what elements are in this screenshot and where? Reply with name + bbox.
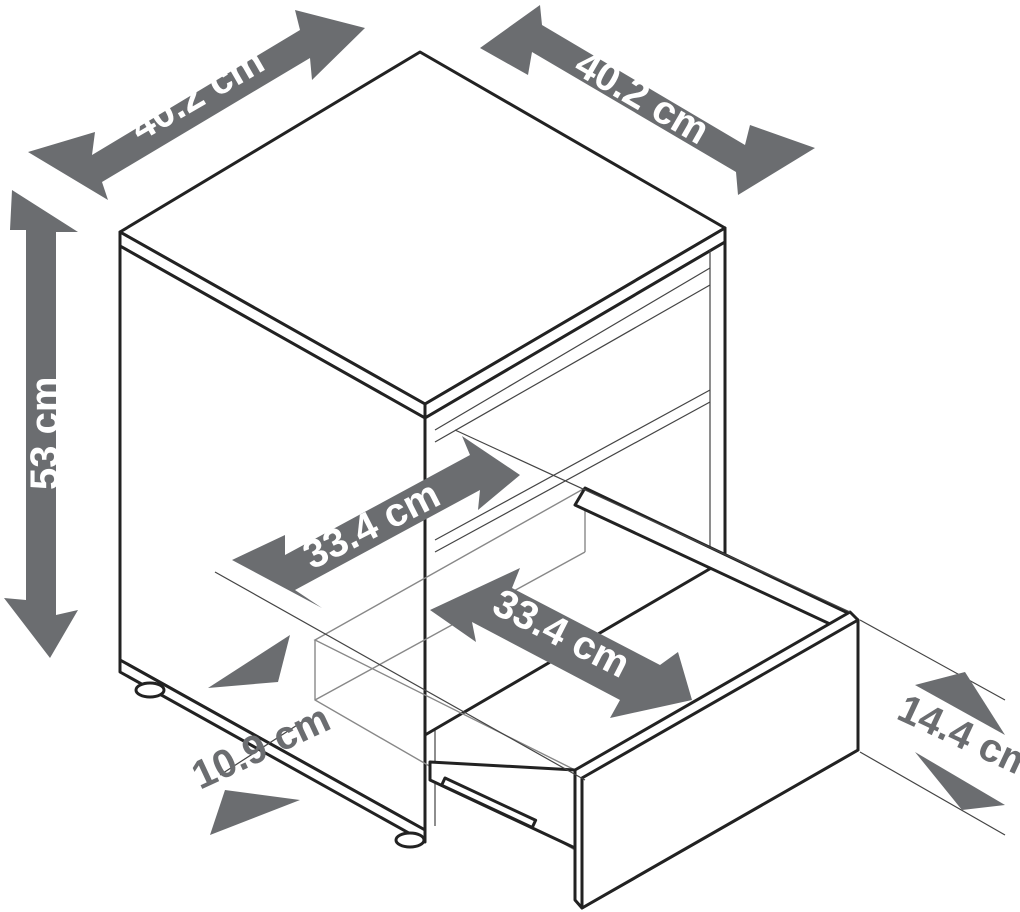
extension-line-front-top	[859, 619, 1006, 701]
drawer-top-line	[434, 267, 711, 431]
drawer-box-ghost-bottom	[314, 551, 586, 701]
drawer-front-face	[580, 618, 860, 910]
arrow-top-left	[28, 10, 365, 200]
drawer-mid-line	[434, 389, 711, 541]
dimension-height: 53 cm	[4, 190, 78, 658]
extension-line-front-bottom	[859, 751, 1006, 836]
arrow-top-right	[480, 5, 815, 195]
label-top-right: 40.2 cm	[568, 42, 717, 153]
drawer-runner	[440, 776, 538, 830]
caster-front	[394, 831, 426, 849]
arrow-height	[4, 190, 78, 658]
caster-left	[134, 681, 166, 699]
arrow-inner-height-down	[210, 790, 300, 835]
arrow-front-height-down	[915, 752, 1005, 810]
extension-line-depth	[214, 571, 586, 781]
label-height: 53 cm	[23, 377, 67, 490]
extension-line-inner-height	[219, 719, 306, 776]
drawer-mid-line-2	[434, 401, 711, 553]
arrow-drawer-width	[430, 568, 692, 718]
arrow-drawer-depth	[232, 436, 520, 608]
dimension-drawer-front-height: 14.4 cm	[891, 672, 1020, 810]
extension-lines	[214, 429, 1006, 836]
drawer-top-line-2	[434, 284, 711, 443]
arrow-front-height-up	[915, 672, 1005, 735]
arrow-inner-height-up	[208, 635, 290, 688]
extension-line-depth-top	[454, 429, 851, 613]
cabinet-body	[118, 50, 727, 849]
